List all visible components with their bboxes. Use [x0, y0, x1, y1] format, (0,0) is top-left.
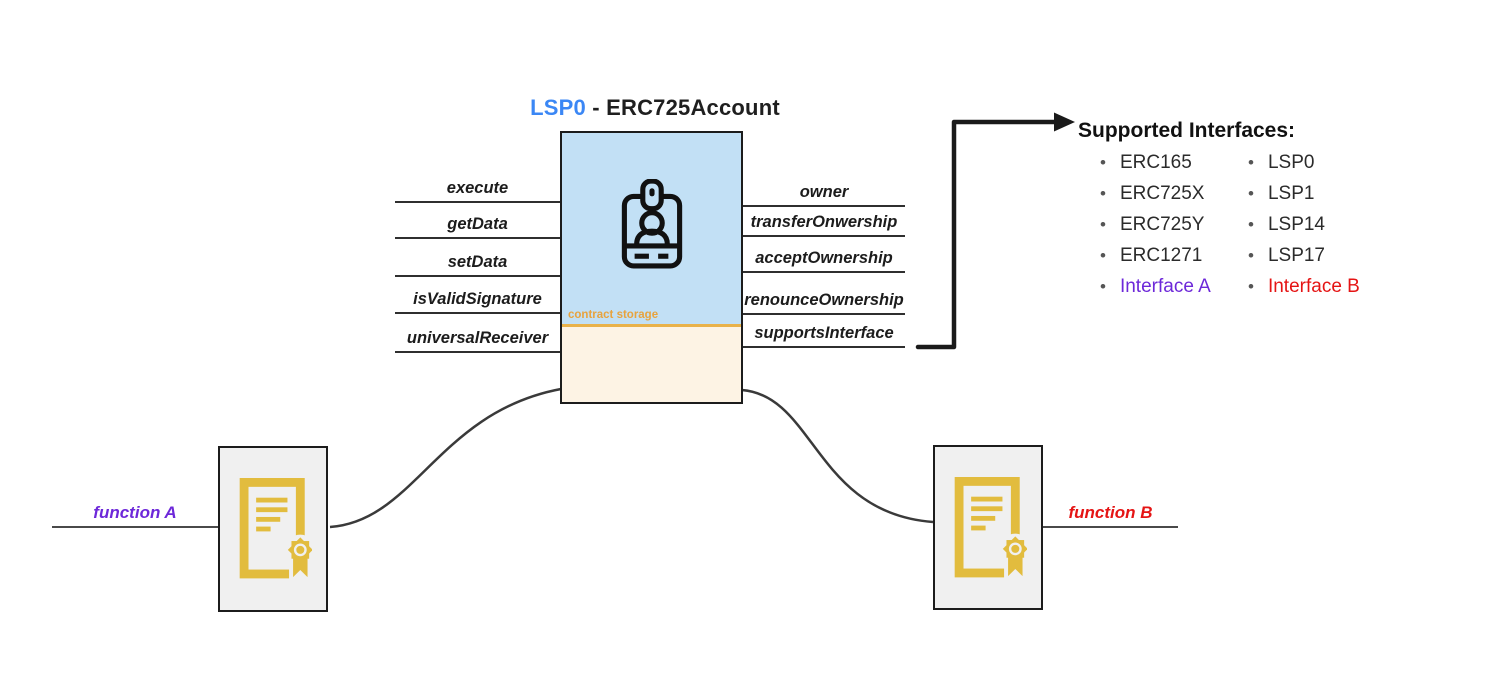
id-badge-icon	[621, 179, 682, 269]
function-transferonwership: transferOnwership	[743, 210, 905, 237]
function-acceptownership: acceptOwnership	[743, 246, 905, 273]
interface-b-label: Interface B	[1267, 275, 1360, 297]
bullet-icon: •	[1248, 215, 1254, 234]
function-supportsinterface: supportsInterface	[743, 321, 905, 348]
curve-contract-a-to-account	[329, 387, 562, 529]
interface-label: ERC165	[1119, 151, 1192, 173]
list-item-interface-b: • Interface B	[1248, 271, 1360, 302]
arrow-right-icon	[915, 112, 1075, 350]
function-setdata: setData	[395, 250, 560, 277]
function-owner: owner	[743, 180, 905, 207]
list-item-erc725y: • ERC725Y	[1100, 209, 1211, 240]
interface-a-label: Interface A	[1119, 275, 1211, 297]
contract-a-box	[218, 446, 328, 612]
supported-interfaces-column-1: • ERC165 • ERC725X • ERC725Y • ERC1271 •…	[1100, 147, 1211, 302]
function-renounceownership: renounceOwnership	[743, 288, 905, 315]
list-item-erc725x: • ERC725X	[1100, 178, 1211, 209]
bullet-icon: •	[1100, 215, 1106, 234]
bullet-icon: •	[1100, 153, 1106, 172]
list-item-erc165: • ERC165	[1100, 147, 1211, 178]
certificate-icon	[954, 476, 1027, 578]
account-contract-logic-area: contract storage	[562, 133, 741, 327]
contract-b-box	[933, 445, 1043, 610]
title-contract-name: - ERC725Account	[585, 95, 780, 120]
interface-label: ERC1271	[1119, 244, 1203, 266]
bullet-icon: •	[1248, 184, 1254, 203]
list-item-lsp0: • LSP0	[1248, 147, 1360, 178]
list-item-lsp14: • LSP14	[1248, 209, 1360, 240]
function-universalreceiver: universalReceiver	[395, 326, 560, 353]
diagram-title: LSP0 - ERC725Account	[490, 95, 820, 121]
interface-label: ERC725Y	[1119, 213, 1205, 235]
bullet-icon: •	[1100, 184, 1106, 203]
bullet-icon: •	[1248, 246, 1254, 265]
list-item-interface-a: • Interface A	[1100, 271, 1211, 302]
function-a-label: function A	[52, 501, 218, 528]
interface-label: LSP0	[1267, 151, 1315, 173]
interface-label: ERC725X	[1119, 182, 1205, 204]
list-item-lsp17: • LSP17	[1248, 240, 1360, 271]
interface-label: LSP17	[1267, 244, 1325, 266]
function-b-label: function B	[1043, 501, 1178, 528]
interface-label: LSP1	[1267, 182, 1315, 204]
function-execute: execute	[395, 176, 560, 203]
function-getdata: getData	[395, 212, 560, 239]
bullet-icon: •	[1100, 277, 1106, 296]
supported-interfaces-heading: Supported Interfaces:	[1078, 119, 1296, 142]
interface-label: LSP14	[1267, 213, 1325, 235]
contract-storage-label: contract storage	[568, 309, 659, 321]
list-item-lsp1: • LSP1	[1248, 178, 1360, 209]
function-isvalidsignature: isValidSignature	[395, 287, 560, 314]
bullet-icon: •	[1248, 153, 1254, 172]
supported-interfaces-column-2: • LSP0 • LSP1 • LSP14 • LSP17 • Interfac…	[1248, 147, 1360, 302]
list-item-erc1271: • ERC1271	[1100, 240, 1211, 271]
curve-account-to-contract-b	[741, 388, 934, 524]
account-contract-box: contract storage	[560, 131, 743, 404]
bullet-icon: •	[1248, 277, 1254, 296]
certificate-icon	[239, 478, 312, 579]
title-lsp0: LSP0	[530, 95, 586, 120]
bullet-icon: •	[1100, 246, 1106, 265]
